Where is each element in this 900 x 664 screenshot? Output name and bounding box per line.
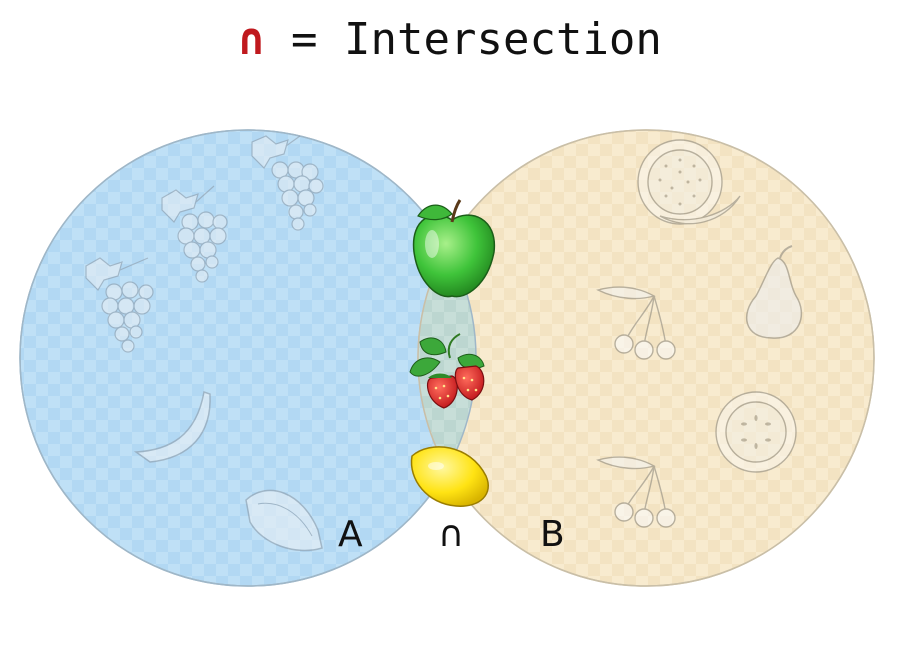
set-b-label: B bbox=[540, 514, 565, 555]
pear-icon bbox=[746, 245, 803, 339]
grapes-icon bbox=[251, 135, 324, 231]
lemon-icon bbox=[410, 446, 489, 507]
cherries-icon bbox=[596, 286, 676, 360]
lemon-faded-icon bbox=[245, 489, 323, 552]
title-text: = Intersection bbox=[264, 14, 662, 65]
set-a-label: A bbox=[338, 514, 363, 555]
page-title: ∩ = Intersection bbox=[0, 14, 900, 65]
banana-icon bbox=[133, 391, 211, 463]
strawberry-icon bbox=[409, 333, 485, 409]
apple-icon bbox=[412, 199, 496, 298]
intersection-symbol: ∩ bbox=[238, 14, 265, 65]
grapes-icon bbox=[161, 185, 228, 283]
set-a-circle bbox=[19, 129, 477, 587]
intersection-label: ∩ bbox=[438, 514, 465, 555]
melon-half-icon bbox=[715, 391, 797, 473]
melon-slice-icon bbox=[637, 139, 741, 225]
grapes-icon bbox=[85, 257, 154, 353]
cherries-icon bbox=[596, 456, 676, 528]
